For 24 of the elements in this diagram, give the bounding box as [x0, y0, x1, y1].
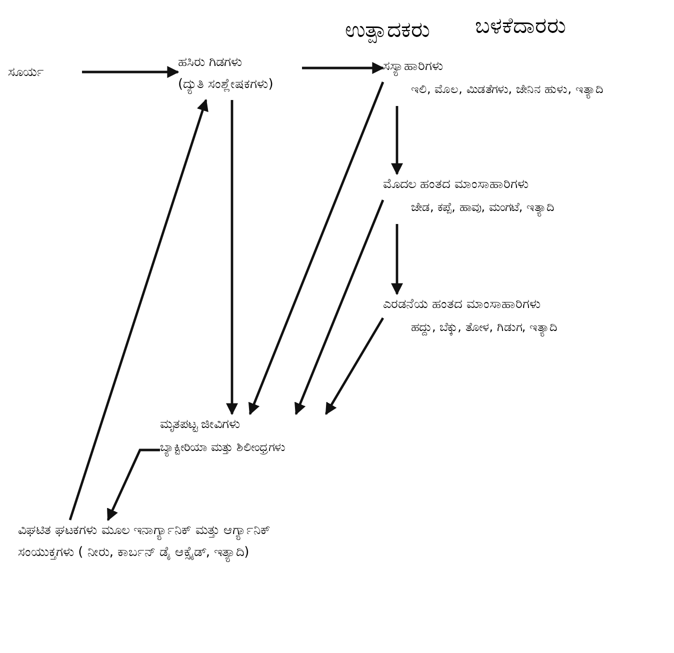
- arrow: [248, 82, 384, 416]
- arrow: [294, 200, 384, 416]
- arrow: [324, 317, 384, 416]
- arrow: [302, 62, 384, 74]
- node-description: ಇಲಿ, ಮೊಲ, ಮಿಡತೆಗಳು, ಜೇನಿನ ಹುಳು, ಇತ್ಯಾದಿ: [383, 78, 653, 100]
- arrow: [68, 98, 208, 520]
- arrow: [391, 224, 403, 296]
- node-title: ಸಸ್ಯಾಹಾರಿಗಳು: [383, 58, 444, 78]
- node-description: ಹದ್ದು, ಬೆಕ್ಕು, ತೋಳ, ಗಿಡುಗ, ಇತ್ಯಾದಿ: [383, 316, 668, 338]
- node-title: ವಿಘಟಿತ ಘಟಕಗಳು ಮೂಲ ಇನಾರ್ಗ್ಯಾನಿಕ್ ಮತ್ತು ಆರ್ಗ್ಯಾನಿಕ್ ಸಂಯುಕ್ತಗಳು ( ನೀರು, ಕಾರ್ಬನ್ ಡೈ ಆಕ್ಸೈಡ್, ಇತ್ಯಾದಿ): [18, 522, 272, 564]
- node-title: ಹಸಿರು ಗಿಡಗಳು: [178, 54, 244, 72]
- column-heading: ಬಳಕೆದಾರರು: [475, 13, 566, 41]
- node-title: ಮೊದಲ ಹಂತದ ಮಾಂಸಾಹಾರಿಗಳು: [383, 176, 530, 194]
- arrow: [391, 106, 403, 176]
- arrow: [106, 448, 160, 522]
- arrow: [82, 66, 180, 78]
- node-description: (ದ್ಯುತಿ ಸಂಶ್ಲೇಷಕಗಳು): [178, 76, 274, 96]
- node-title: ಮೃತಪಟ್ಟ ಜೀವಿಗಳು: [160, 416, 242, 434]
- node-description: ಜೇಡ, ಕಪ್ಪೆ, ಹಾವು, ಮಂಗಟೆ, ಇತ್ಯಾದಿ: [383, 196, 668, 218]
- node-title: ಸೂರ್ಯ: [8, 64, 45, 82]
- node-title: ಎರಡನೆಯ ಹಂತದ ಮಾಂಸಾಹಾರಿಗಳು: [383, 296, 542, 314]
- arrow: [226, 100, 238, 416]
- column-heading: ಉತ್ಪಾದಕರು: [345, 17, 430, 46]
- node-description: ಬ್ಯಾಕ್ಟೀರಿಯಾ ಮತ್ತು ಶಿಲೀಂಧ್ರಗಳು: [160, 436, 490, 458]
